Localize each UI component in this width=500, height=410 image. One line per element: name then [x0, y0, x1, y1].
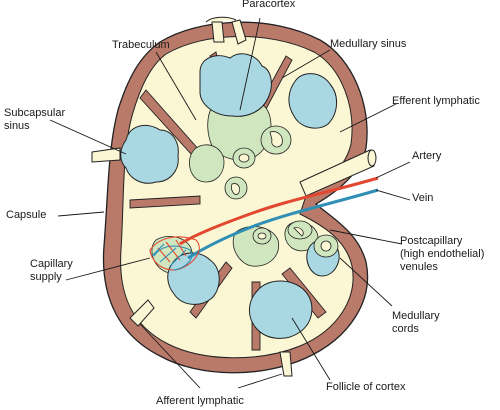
efferent-lymphatic-vessel	[299, 149, 375, 197]
leader-lines	[49, 17, 411, 389]
label-trabeculum: Trabeculum	[112, 39, 170, 51]
follicles	[120, 53, 340, 339]
label-capillary-supply: Capillary supply	[30, 258, 73, 283]
artery-vessel	[179, 176, 379, 246]
label-artery: Artery	[412, 150, 442, 162]
label-paracortex: Paracortex	[242, 0, 296, 10]
label-capsule: Capsule	[6, 209, 47, 221]
label-medullary-sinus: Medullary sinus	[330, 38, 407, 50]
capillary-network	[149, 236, 200, 271]
label-afferent-lymphatic: Afferent lymphatic	[156, 395, 244, 407]
label-efferent-lymphatic: Efferent lymphatic	[392, 95, 480, 107]
label-postcapillary-venules: Postcapillary (high endothelial) venules	[400, 235, 485, 273]
efferent-lymphatic-opening	[367, 149, 377, 167]
vein-vessel	[187, 188, 379, 260]
medullary-cords	[224, 125, 339, 258]
afferent-lymphatics	[91, 16, 293, 377]
label-vein: Vein	[412, 192, 434, 204]
label-subcapsular-sinus: Subcapsular sinus	[4, 107, 66, 132]
label-medullary-cords: Medullary cords	[392, 310, 440, 335]
label-follicle-of-cortex: Follicle of cortex	[326, 381, 406, 393]
